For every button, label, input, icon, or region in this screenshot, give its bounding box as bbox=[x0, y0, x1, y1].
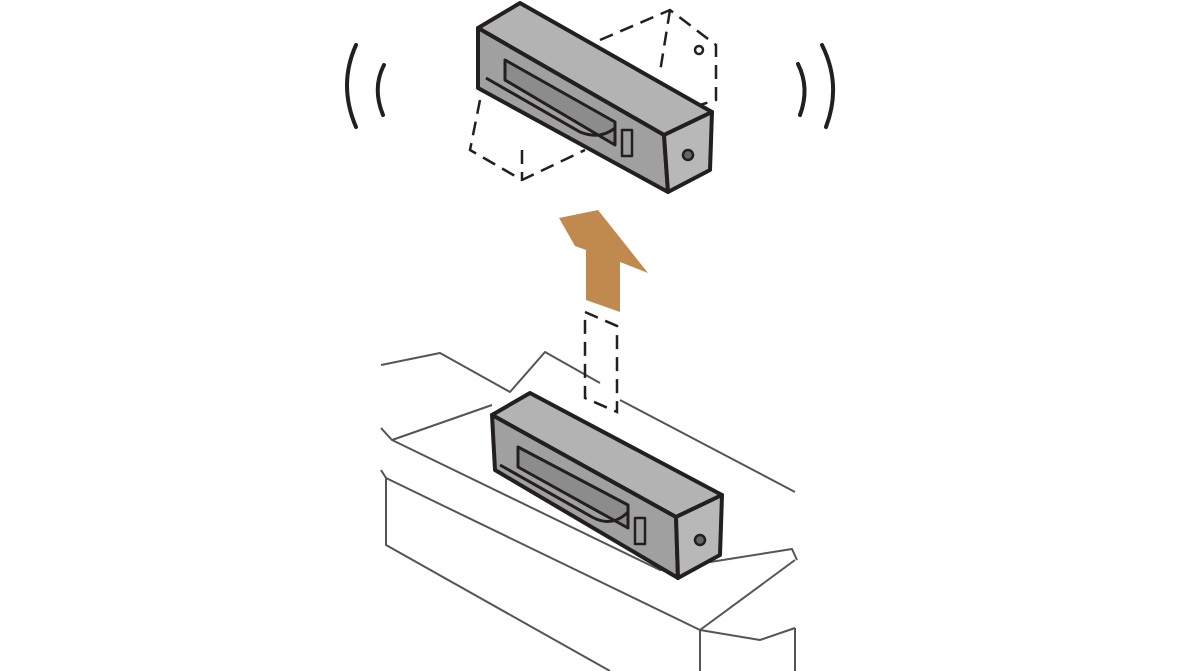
box-outline bbox=[380, 351, 798, 671]
ghost-screw bbox=[693, 44, 705, 56]
up-arrow-icon bbox=[559, 210, 648, 312]
scanner-in-box bbox=[490, 391, 724, 580]
lift-path-outline bbox=[583, 310, 619, 414]
open-lid-ghost bbox=[468, 8, 718, 182]
scanner-top bbox=[476, 1, 714, 194]
shake-lines bbox=[345, 43, 836, 129]
